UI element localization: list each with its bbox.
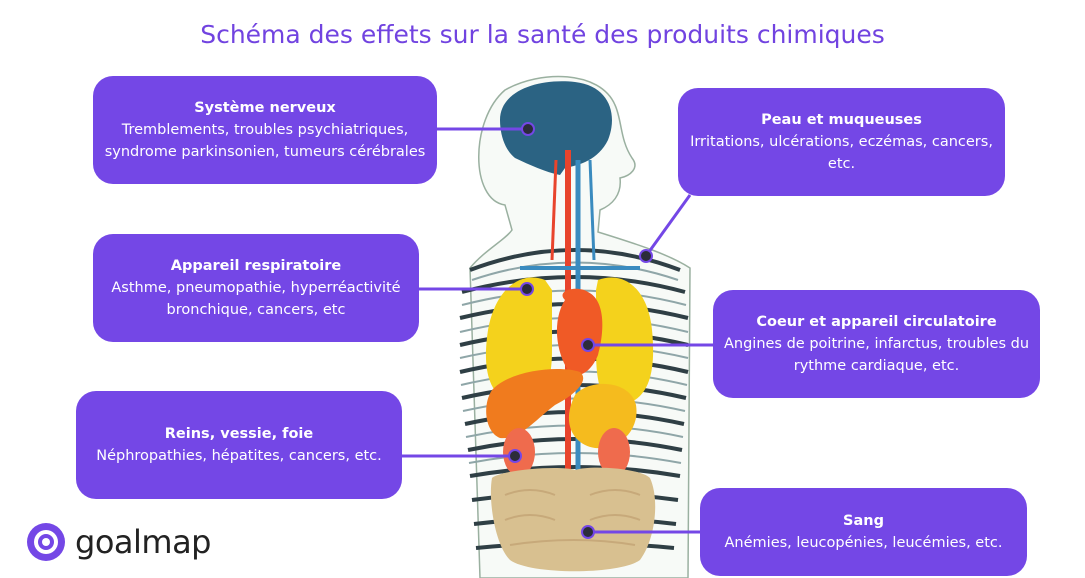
box-heading: Sang bbox=[843, 513, 884, 529]
box-body: Angines de poitrine, infarctus, troubles… bbox=[723, 336, 1030, 374]
box-peau-muqueuses: Peau et muqueuses Irritations, ulcératio… bbox=[678, 88, 1005, 196]
logo-text: goalmap bbox=[75, 523, 211, 561]
dot-peau bbox=[639, 249, 653, 263]
box-heading: Coeur et appareil circulatoire bbox=[756, 314, 997, 330]
dot-sang bbox=[581, 525, 595, 539]
box-body: Irritations, ulcérations, eczémas, cance… bbox=[690, 134, 993, 172]
intestines bbox=[490, 467, 656, 572]
box-heading: Appareil respiratoire bbox=[170, 258, 342, 274]
box-body: Néphropathies, hépatites, cancers, etc. bbox=[96, 448, 382, 464]
dot-nerveux bbox=[521, 122, 535, 136]
box-body: Asthme, pneumopathie, hyperréactivité br… bbox=[111, 280, 401, 318]
box-body: Tremblements, troubles psychiatriques, s… bbox=[104, 122, 426, 160]
box-coeur-circulatoire: Coeur et appareil circulatoire Angines d… bbox=[713, 290, 1040, 398]
heart bbox=[556, 288, 603, 375]
page-title: Schéma des effets sur la santé des produ… bbox=[200, 20, 885, 49]
dot-respiratoire bbox=[520, 282, 534, 296]
box-reins-vessie-foie: Reins, vessie, foie Néphropathies, hépat… bbox=[76, 391, 402, 499]
liver bbox=[486, 369, 584, 439]
brain bbox=[500, 81, 612, 175]
box-appareil-respiratoire: Appareil respiratoire Asthme, pneumopath… bbox=[93, 234, 419, 342]
goalmap-logo: goalmap bbox=[25, 521, 211, 563]
right-kidney bbox=[598, 428, 630, 476]
goalmap-logo-icon bbox=[27, 523, 65, 561]
right-lung bbox=[596, 277, 654, 406]
dot-coeur bbox=[581, 338, 595, 352]
dot-reins bbox=[508, 449, 522, 463]
box-body: Anémies, leucopénies, leucémies, etc. bbox=[724, 535, 1003, 551]
box-sang: Sang Anémies, leucopénies, leucémies, et… bbox=[700, 488, 1027, 576]
box-systeme-nerveux: Système nerveux Tremblements, troubles p… bbox=[93, 76, 437, 184]
box-heading: Reins, vessie, foie bbox=[164, 426, 314, 442]
box-heading: Peau et muqueuses bbox=[761, 112, 922, 128]
connector-peau bbox=[644, 194, 692, 257]
box-heading: Système nerveux bbox=[194, 100, 336, 116]
